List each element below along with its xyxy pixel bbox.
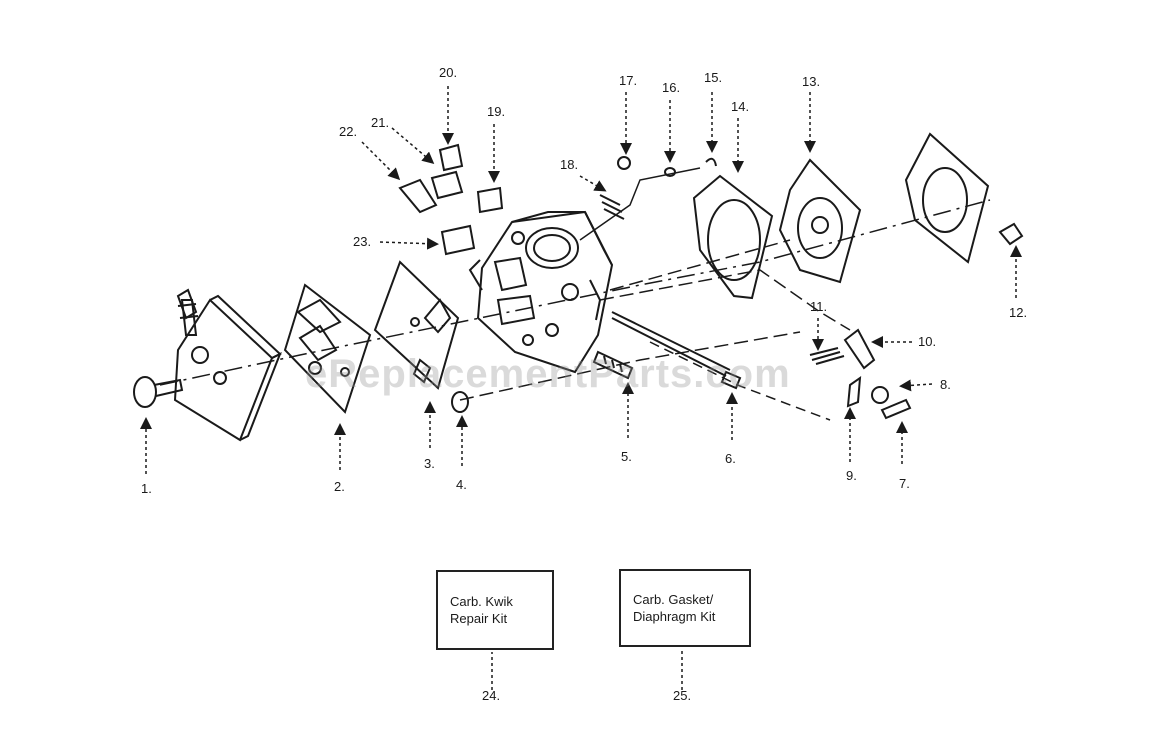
callout-15: 15.	[704, 70, 723, 85]
part-17-ball	[617, 156, 631, 170]
watermark-text: eReplacementParts.com	[305, 352, 791, 396]
carburetor-body	[468, 210, 614, 374]
part-10-lever	[843, 328, 876, 370]
callout-8: 8.	[940, 377, 951, 392]
callout-20: 20.	[439, 65, 458, 80]
part-18-spring	[599, 194, 625, 220]
part-14-gasket	[692, 174, 774, 300]
part-23-fitting	[440, 224, 476, 256]
rear-cover	[904, 132, 990, 264]
callout-5: 5.	[621, 449, 632, 464]
part-1-knob	[133, 376, 184, 408]
callout-2: 2.	[334, 479, 345, 494]
kit-box-line: Diaphragm Kit	[633, 609, 716, 624]
part-5-needle	[592, 350, 634, 380]
callout-12: 12.	[1009, 305, 1028, 320]
part-11-spring	[809, 347, 845, 365]
callout-25: 25.	[673, 688, 692, 703]
part-15-clip	[705, 157, 717, 167]
part-21-fitting	[430, 170, 464, 200]
part-1-nozzle	[176, 288, 198, 320]
callout-21: 21.	[371, 115, 390, 130]
part-3-diaphragm	[373, 260, 460, 390]
callout-10: 10.	[918, 334, 937, 349]
callout-19: 19.	[487, 104, 506, 119]
part-2-gasket	[283, 283, 372, 414]
part-9-pin	[846, 375, 862, 408]
part-7-screw	[880, 398, 912, 420]
part-16-ring	[664, 167, 676, 177]
part-1-cover-plate	[173, 294, 282, 442]
kit-box-gasket-diaphragm: Carb. Gasket/ Diaphragm Kit	[619, 569, 751, 647]
part-8-ball	[871, 386, 889, 404]
kit-box-kwik-repair: Carb. Kwik Repair Kit	[436, 570, 554, 650]
callout-16: 16.	[662, 80, 681, 95]
part-19-fitting	[476, 186, 504, 214]
kit-box-line: Repair Kit	[450, 611, 508, 626]
callout-23: 23.	[353, 234, 372, 249]
callout-6: 6.	[725, 451, 736, 466]
part-4-plug	[451, 391, 469, 413]
part-12-screw	[998, 222, 1024, 246]
part-6-shaft	[611, 311, 742, 390]
callout-13: 13.	[802, 74, 821, 89]
part-20-fitting	[438, 143, 464, 172]
callout-22: 22.	[339, 124, 358, 139]
part-22-fitting	[398, 178, 438, 214]
callout-18: 18.	[560, 157, 579, 172]
callout-9: 9.	[846, 468, 857, 483]
callout-14: 14.	[731, 99, 750, 114]
callout-1: 1.	[141, 481, 152, 496]
kit-box-line: Carb. Gasket/	[633, 592, 714, 607]
callout-24: 24.	[482, 688, 501, 703]
kit-box-line: Carb. Kwik	[450, 594, 513, 609]
callout-7: 7.	[899, 476, 910, 491]
part-13-diaphragm	[778, 158, 862, 284]
callout-17: 17.	[619, 73, 638, 88]
callout-4: 4.	[456, 477, 467, 492]
callout-11: 11.	[810, 299, 828, 314]
callout-3: 3.	[424, 456, 435, 471]
